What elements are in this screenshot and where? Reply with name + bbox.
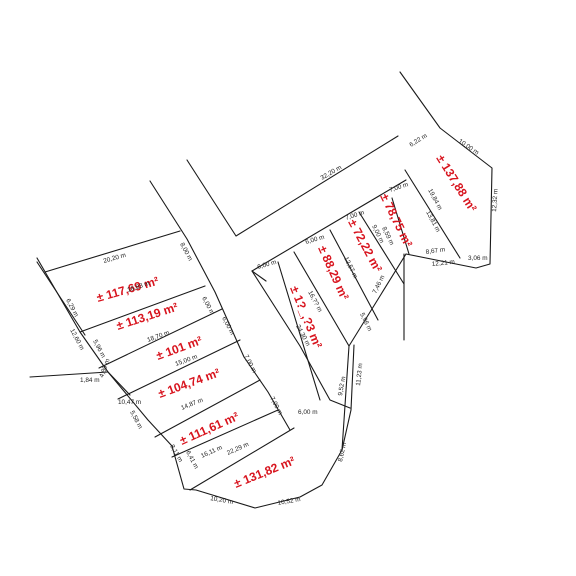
road-upper-edge [186,135,399,237]
dim-37: 7,46 m [372,274,387,295]
dim-28: 9,52 m [337,376,347,396]
area-label-5: ± 111,61 m² [178,409,242,448]
dim-12: 10,47 m [118,399,141,406]
dim-16: 10,20 m [210,495,234,506]
lot-line-r1 [277,261,321,401]
lot-line-r6 [404,169,461,259]
dim-20: 6,00 m [220,316,235,337]
far-right-edge [399,71,493,269]
dim-17: 10,52 m [277,496,301,507]
lot-line-4 [117,339,241,400]
lot-line-6 [171,409,279,458]
lot-line-r9 [341,345,350,451]
dim-34: 7,00 m [388,181,409,194]
dim-40: 10,00 m [457,138,480,157]
dim-29: 11,23 m [355,363,364,386]
dim-39: 6,22 m [408,132,428,148]
lot-line-3 [98,308,223,369]
lot-line-7 [189,427,295,491]
lot-line-2 [79,285,206,333]
left-stub-2 [107,371,131,396]
road-lower-edge-2 [251,270,351,409]
dim-30: 8,62 m [337,442,348,463]
dim-32: 12,57 m [342,256,358,280]
lot-line-5 [154,379,261,438]
right-block-lines [186,71,493,451]
dim-19: 6,00 m [200,296,215,317]
dim-46: 3,06 m [468,255,488,262]
dim-15: 6,41 m [184,450,199,471]
dim-21: 7,00 m [242,354,257,375]
lot-line-r4 [358,211,405,285]
left-west-line [36,261,86,336]
dim-23: 6,00 m [298,409,318,416]
dim-18: 8,00 m [178,242,193,263]
area-label-2: ± 113,19 m² [115,300,180,333]
area-label-4: ± 104,74 m² [156,366,222,401]
dim-33: 5,96 m [358,312,373,333]
dim-38: 32,20 m [320,164,343,182]
lot-line-r5 [391,197,410,255]
dim-2: 18,70 m [146,329,170,343]
lot-line-r2 [293,251,350,347]
left-road-edge [149,180,291,431]
area-labels: ± 117,69 m² ± 113,19 m² ± 101 m² ± 104,7… [95,152,480,491]
dim-6: 22,29 m [226,441,250,457]
area-label-8: ± 88,29 m² [315,244,351,303]
left-stub [29,371,109,378]
right-lot-tail [251,270,267,282]
dim-11: 1,84 m [80,377,100,384]
dim-42: 13,81 m [424,210,441,234]
dim-45: 12,21 m [431,259,455,268]
dim-4: 14,87 m [180,397,204,412]
lot-line-r3 [329,229,379,321]
dim-43: 12,32 m [491,189,500,213]
dim-25: 6,00 m [305,234,326,246]
lot-line-r7 [348,253,407,347]
road-lower-edge [251,179,407,272]
dim-24: 6,00 m [257,259,278,271]
dim-8: 5,96 m [91,339,106,360]
lot-line-1 [44,230,181,273]
dim-5: 16,11 m [200,444,224,460]
dim-44: 8,67 m [425,246,445,256]
